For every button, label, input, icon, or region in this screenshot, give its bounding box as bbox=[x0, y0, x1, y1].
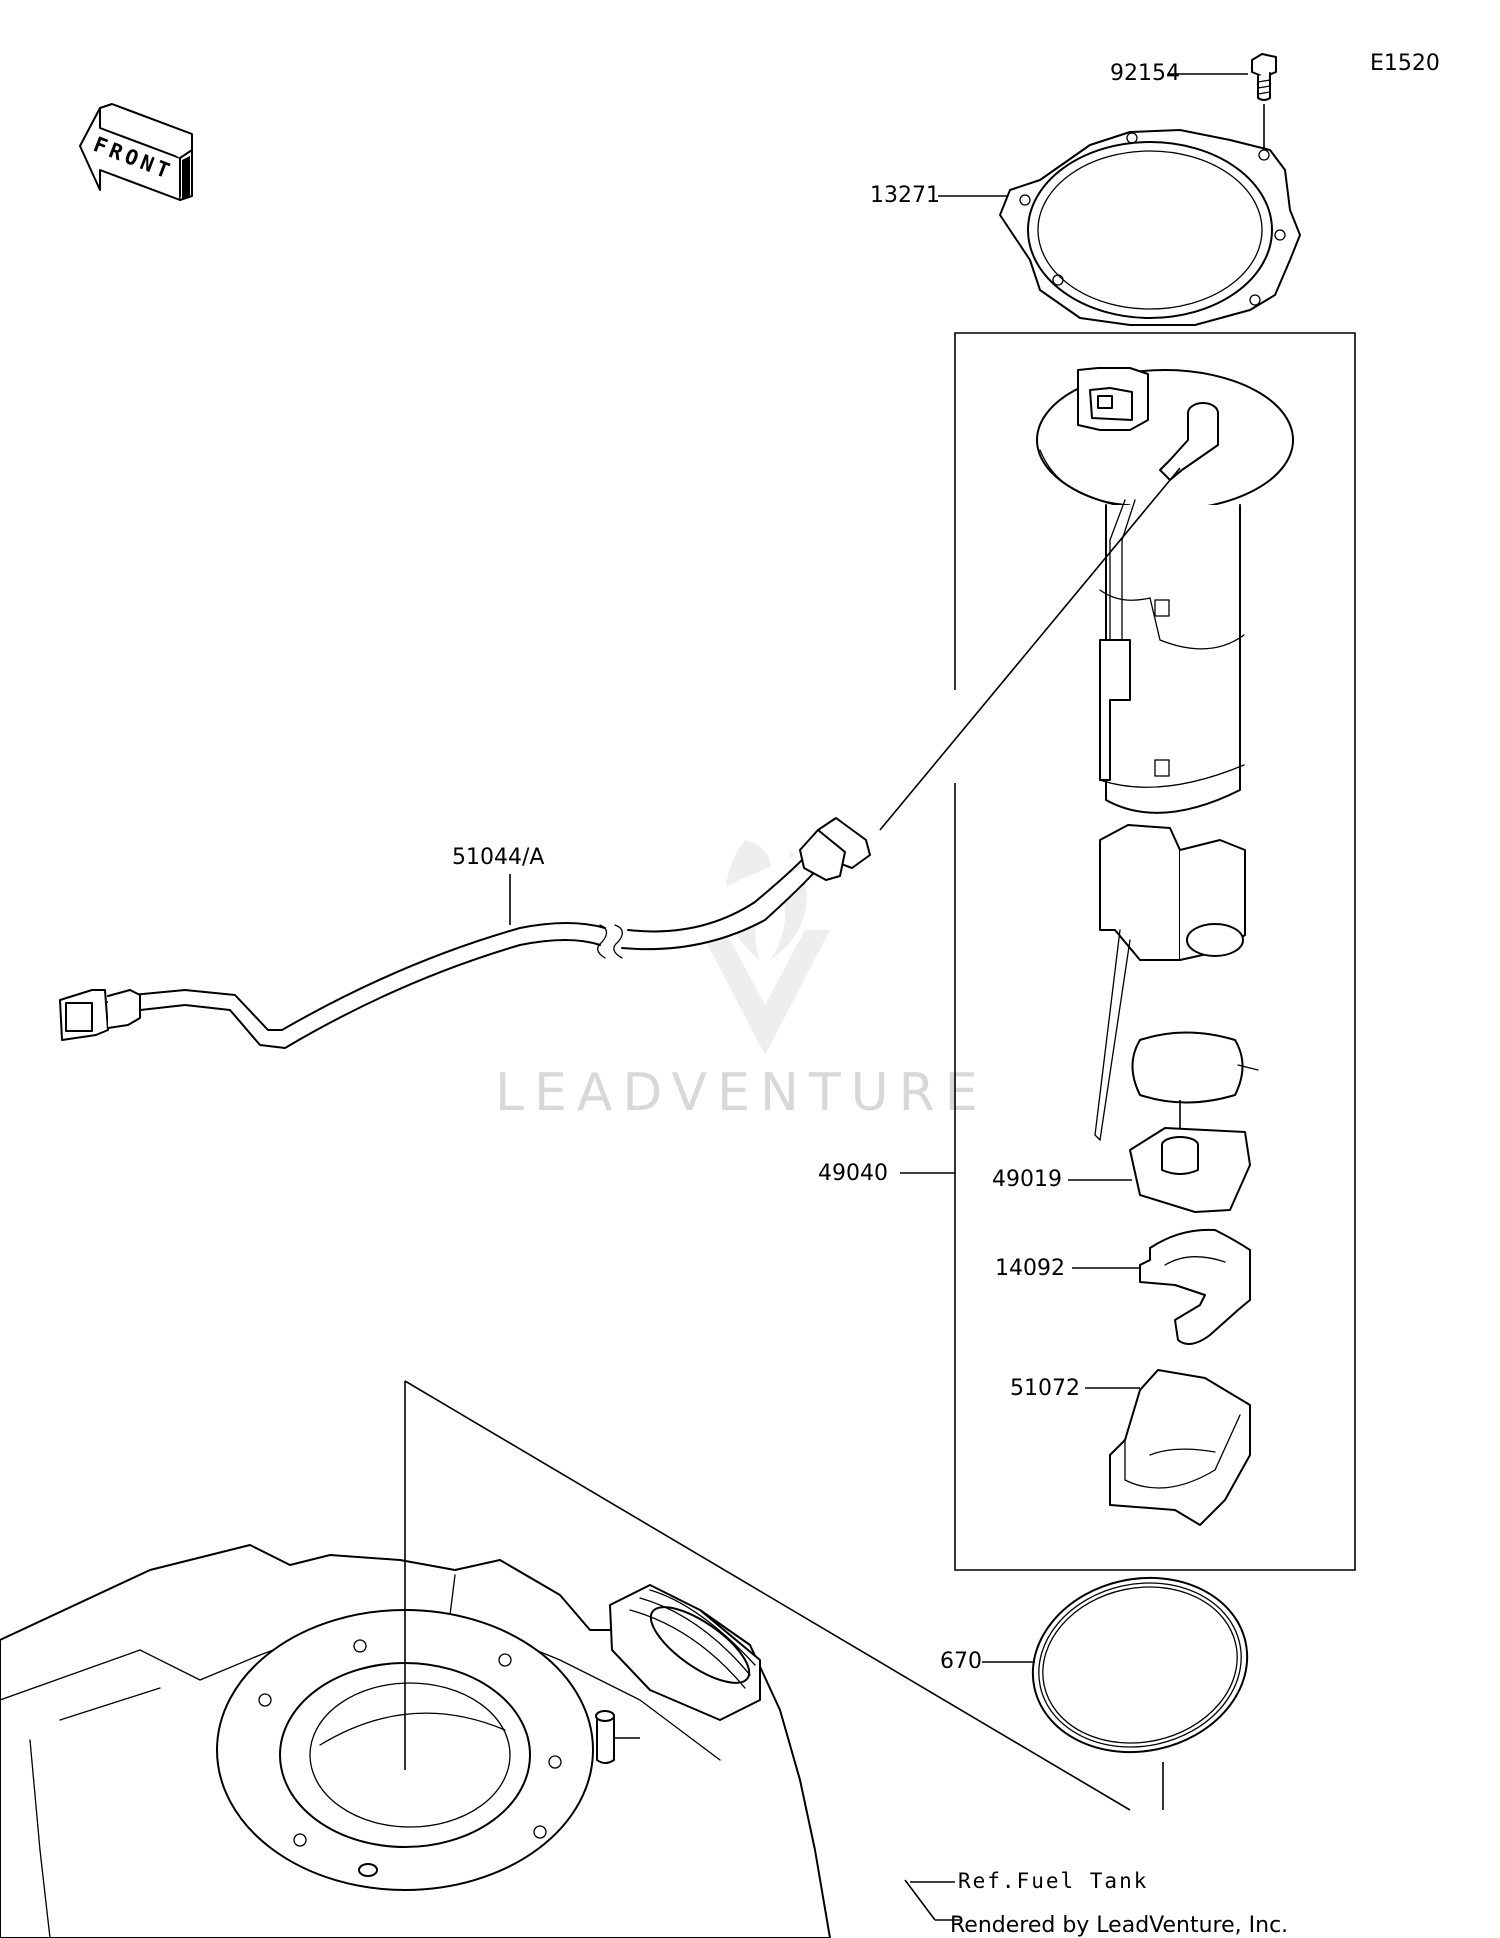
diagram-code: E1520 bbox=[1370, 51, 1440, 76]
fuel-pump-module[interactable] bbox=[1036, 367, 1294, 1142]
label-14092: 14092 bbox=[995, 1256, 1065, 1281]
label-49040: 49040 bbox=[818, 1161, 888, 1186]
label-51072: 51072 bbox=[1010, 1376, 1080, 1401]
watermark-text: LEADVENTURE bbox=[495, 1063, 988, 1123]
gasket-13271[interactable] bbox=[999, 129, 1301, 326]
cover-51072[interactable] bbox=[1109, 1369, 1251, 1526]
fuel-tank-reference bbox=[0, 1544, 831, 1938]
filter-49019[interactable] bbox=[1129, 1127, 1251, 1213]
ref-fuel-tank-label: Ref.Fuel Tank bbox=[958, 1869, 1148, 1893]
assembly-box-49040 bbox=[954, 332, 1356, 1571]
label-49019: 49019 bbox=[992, 1167, 1062, 1192]
label-51044a: 51044/A bbox=[452, 845, 544, 870]
front-arrow-icon: FRONT bbox=[79, 103, 193, 201]
o-ring-670[interactable] bbox=[1016, 1558, 1263, 1771]
fuel-hose-51044[interactable] bbox=[59, 817, 871, 1049]
label-670: 670 bbox=[940, 1649, 982, 1674]
bolt-92154[interactable] bbox=[1251, 53, 1277, 148]
retainer-14092[interactable] bbox=[1139, 1228, 1251, 1345]
label-13271: 13271 bbox=[870, 183, 940, 208]
credit-text: Rendered by LeadVenture, Inc. bbox=[950, 1913, 1288, 1938]
